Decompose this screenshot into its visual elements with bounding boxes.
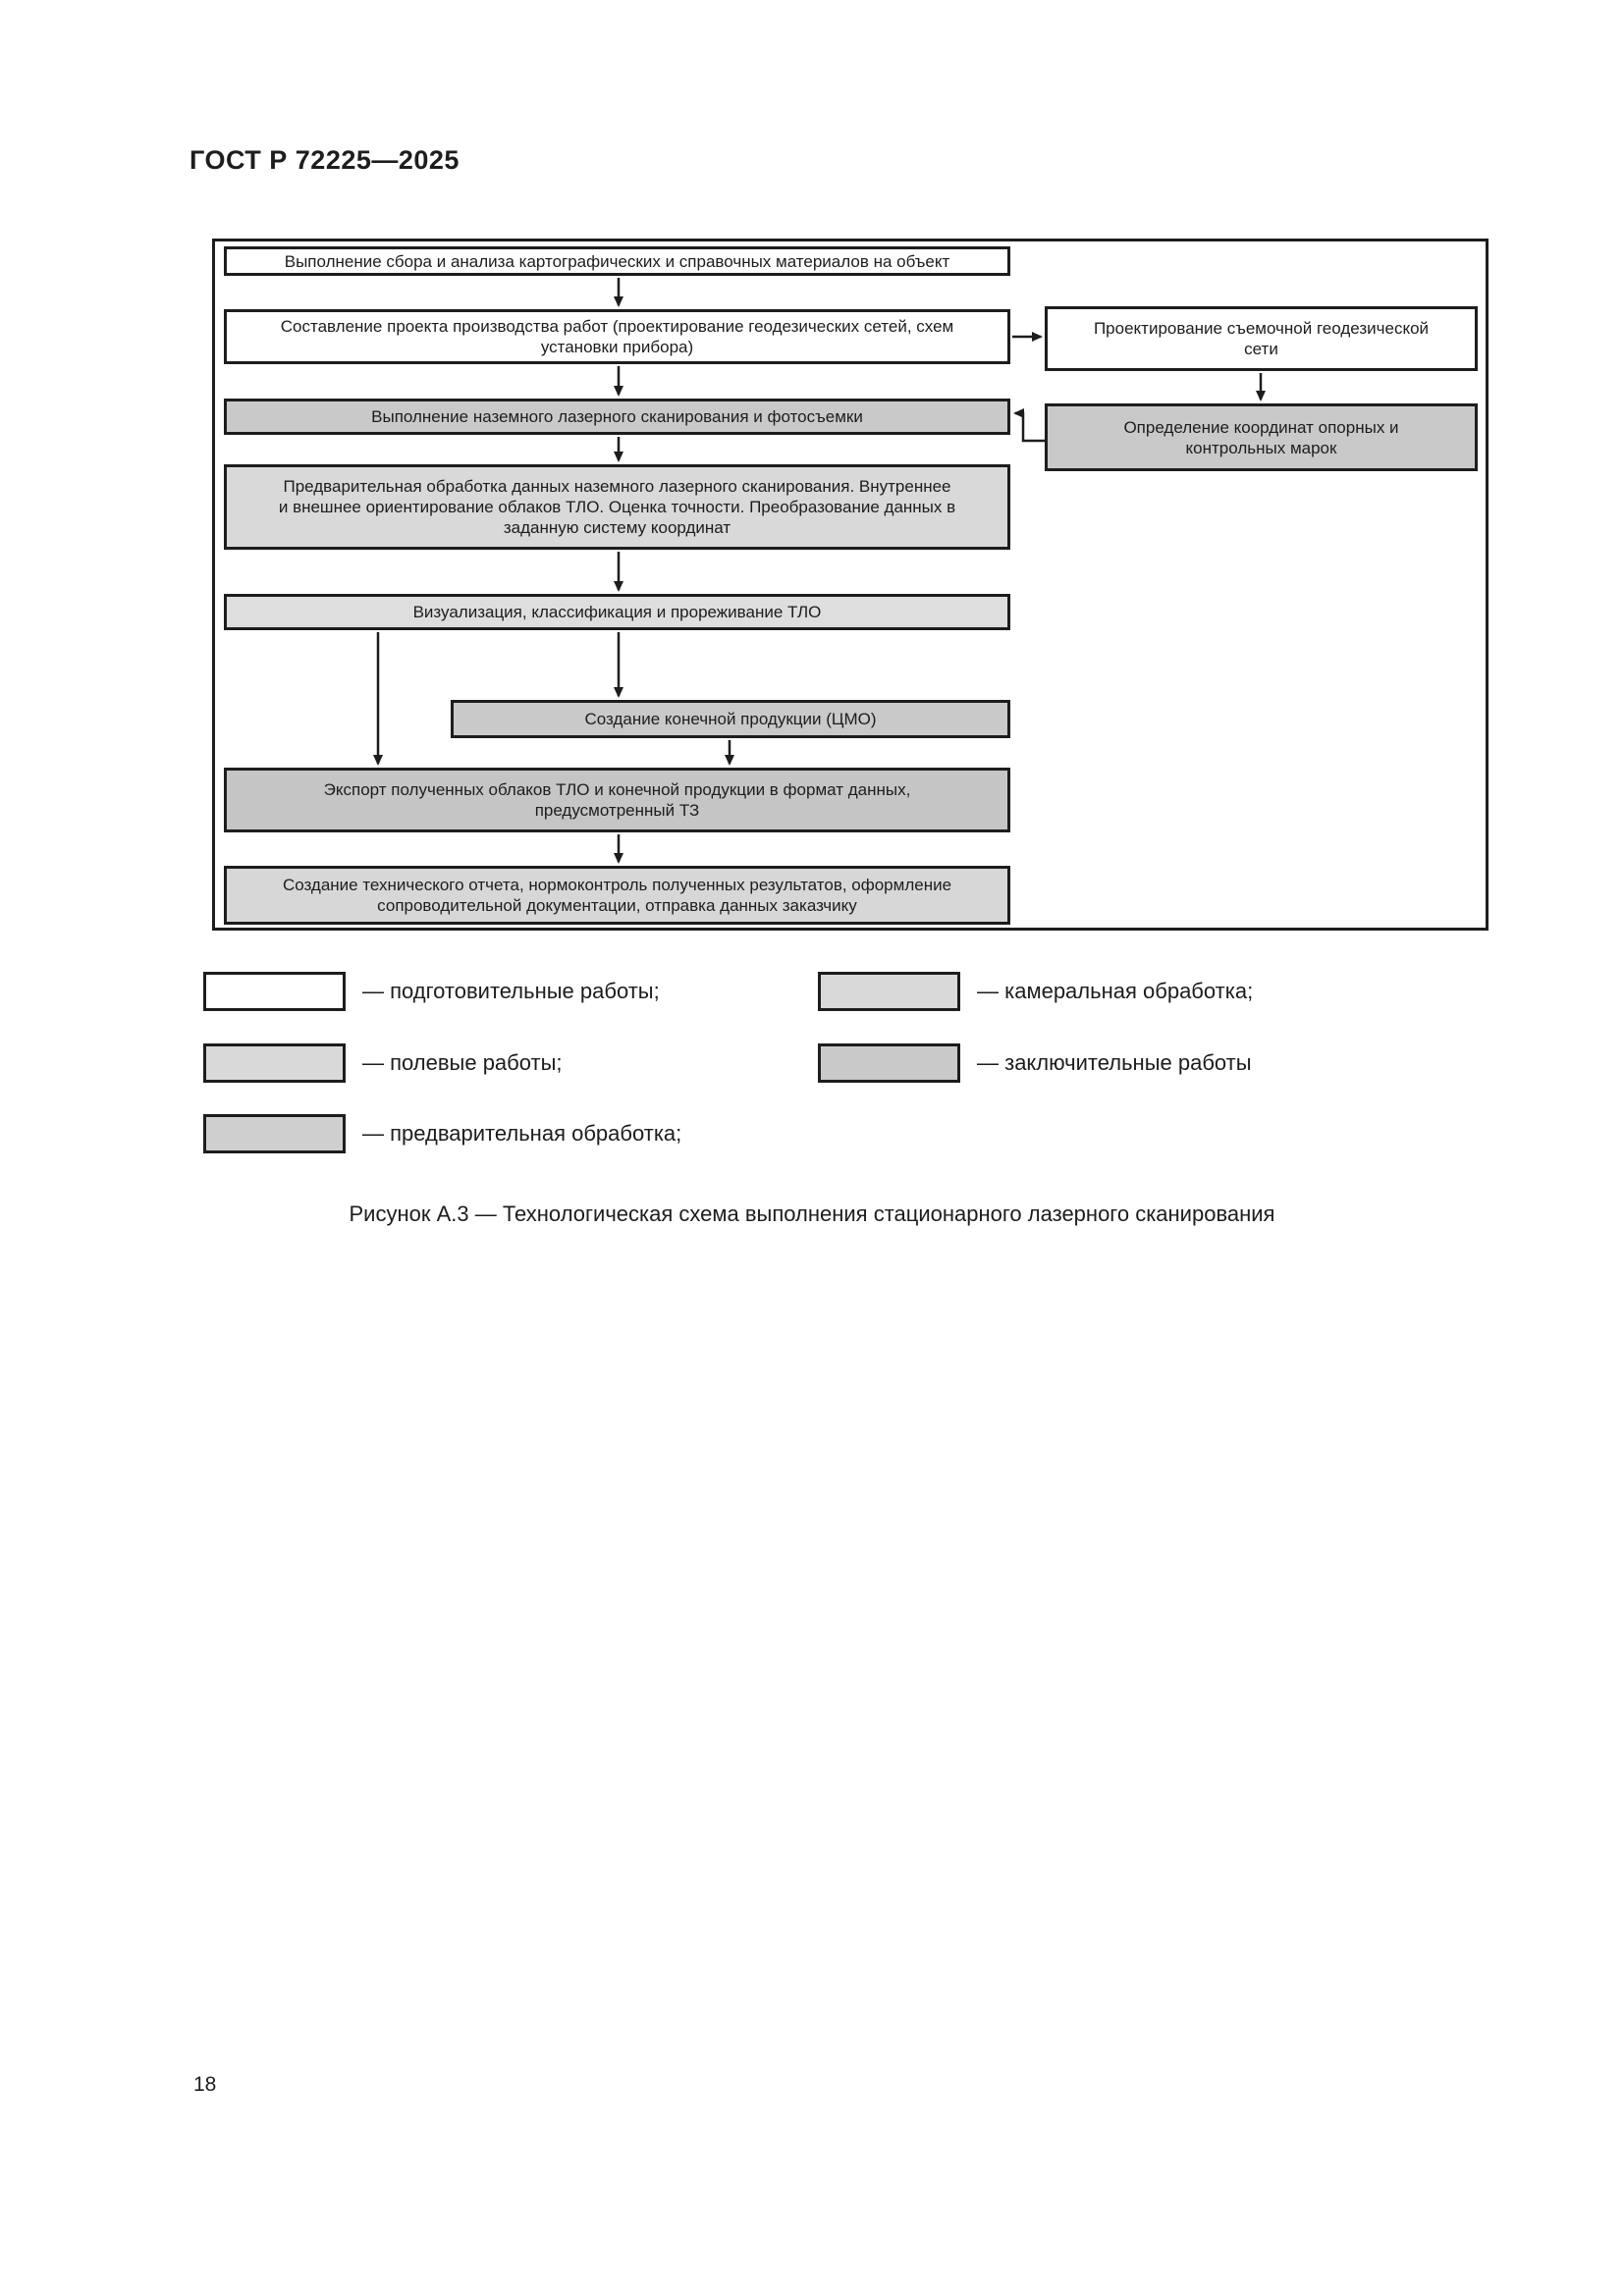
legend-item: — предварительная обработка; <box>203 1114 681 1153</box>
flow-node-final-product: Создание конечной продукции (ЦМО) <box>451 700 1010 738</box>
legend-item: — камеральная обработка; <box>818 972 1253 1011</box>
legend-item: — подготовительные работы; <box>203 972 660 1011</box>
legend-item: — полевые работы; <box>203 1043 563 1083</box>
flow-node-report: Создание технического отчета, нормоконтр… <box>224 866 1010 925</box>
flow-node-label: Выполнение наземного лазерного сканирова… <box>371 407 863 426</box>
legend-label: — камеральная обработка; <box>977 979 1254 1003</box>
flow-node-label: Выполнение сбора и анализа картографичес… <box>284 251 950 271</box>
flow-node-label: Определение координат опорных и контроль… <box>1123 417 1399 457</box>
flow-node-preprocessing: Предварительная обработка данных наземно… <box>224 464 1010 550</box>
legend-swatch <box>203 1043 346 1083</box>
flow-node-project-plan: Составление проекта производства работ (… <box>224 309 1010 364</box>
legend-swatch <box>203 972 346 1011</box>
flow-node-export: Экспорт полученных облаков ТЛО и конечно… <box>224 768 1010 832</box>
flow-node-label: Создание конечной продукции (ЦМО) <box>584 710 877 728</box>
flow-node-label: Экспорт полученных облаков ТЛО и конечно… <box>323 780 911 820</box>
flowchart-frame <box>212 239 1489 931</box>
flow-node-laser-scanning: Выполнение наземного лазерного сканирова… <box>224 399 1010 435</box>
flow-node-label: Составление проекта производства работ (… <box>280 317 954 356</box>
legend-label: — заключительные работы <box>977 1050 1252 1075</box>
flow-node-label: Создание технического отчета, нормоконтр… <box>282 876 952 915</box>
document-header: ГОСТ Р 72225—2025 <box>189 145 460 175</box>
flow-node-label: Визуализация, классификация и прореживан… <box>412 603 822 621</box>
page-number: 18 <box>193 2073 217 2096</box>
legend-label: — подготовительные работы; <box>362 979 660 1003</box>
legend-label: — предварительная обработка; <box>362 1121 682 1146</box>
flow-node-label: Проектирование съемочной геодезической с… <box>1093 319 1430 358</box>
flow-node-survey-network: Проектирование съемочной геодезической с… <box>1045 306 1478 371</box>
legend-swatch <box>818 1043 960 1083</box>
flow-node-label: Предварительная обработка данных наземно… <box>278 477 956 537</box>
legend-swatch <box>203 1114 346 1153</box>
legend-label: — полевые работы; <box>362 1050 563 1075</box>
legend-swatch <box>818 972 960 1011</box>
figure-caption: Рисунок А.3 — Технологическая схема выпо… <box>349 1201 1275 1226</box>
legend-item: — заключительные работы <box>818 1043 1252 1083</box>
flow-node-collect-materials: Выполнение сбора и анализа картографичес… <box>224 246 1010 276</box>
flow-node-control-marks: Определение координат опорных и контроль… <box>1045 403 1478 471</box>
flow-node-visualization: Визуализация, классификация и прореживан… <box>224 594 1010 630</box>
